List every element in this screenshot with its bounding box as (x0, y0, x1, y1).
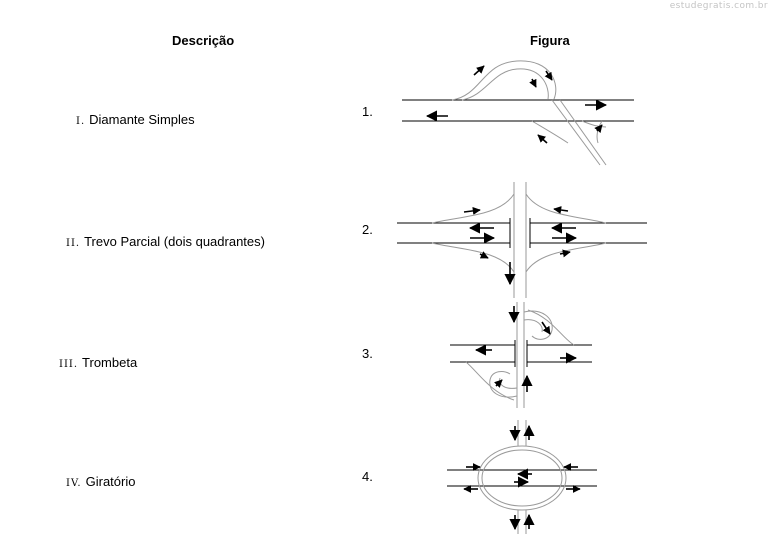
figure-number-4: 4. (362, 469, 373, 484)
interchange-figure-3 (450, 302, 592, 408)
figure-number-1: 1. (362, 104, 373, 119)
interchange-figure-1 (402, 60, 634, 166)
description-item-3: III.Trombeta (59, 355, 137, 370)
header-figure: Figura (530, 33, 570, 48)
description-item-1: I.Diamante Simples (76, 112, 195, 127)
watermark: estudegratis.com.br (669, 1, 768, 11)
roman-numeral: III. (59, 359, 79, 370)
interchange-figure-2 (397, 182, 647, 298)
roman-numeral: I. (76, 116, 86, 127)
description-item-4: IV.Giratório (66, 474, 135, 489)
roman-numeral: II. (66, 238, 81, 249)
description-item-2: II.Trevo Parcial (dois quadrantes) (66, 234, 265, 249)
description-label: Diamante Simples (89, 112, 195, 127)
roman-numeral: IV. (66, 478, 82, 489)
description-label: Trevo Parcial (dois quadrantes) (84, 234, 265, 249)
header-description: Descrição (172, 33, 235, 48)
description-label: Trombeta (82, 355, 138, 370)
figure-number-3: 3. (362, 346, 373, 361)
figure-number-2: 2. (362, 222, 373, 237)
interchange-figure-4 (447, 420, 597, 534)
description-label: Giratório (85, 474, 136, 489)
